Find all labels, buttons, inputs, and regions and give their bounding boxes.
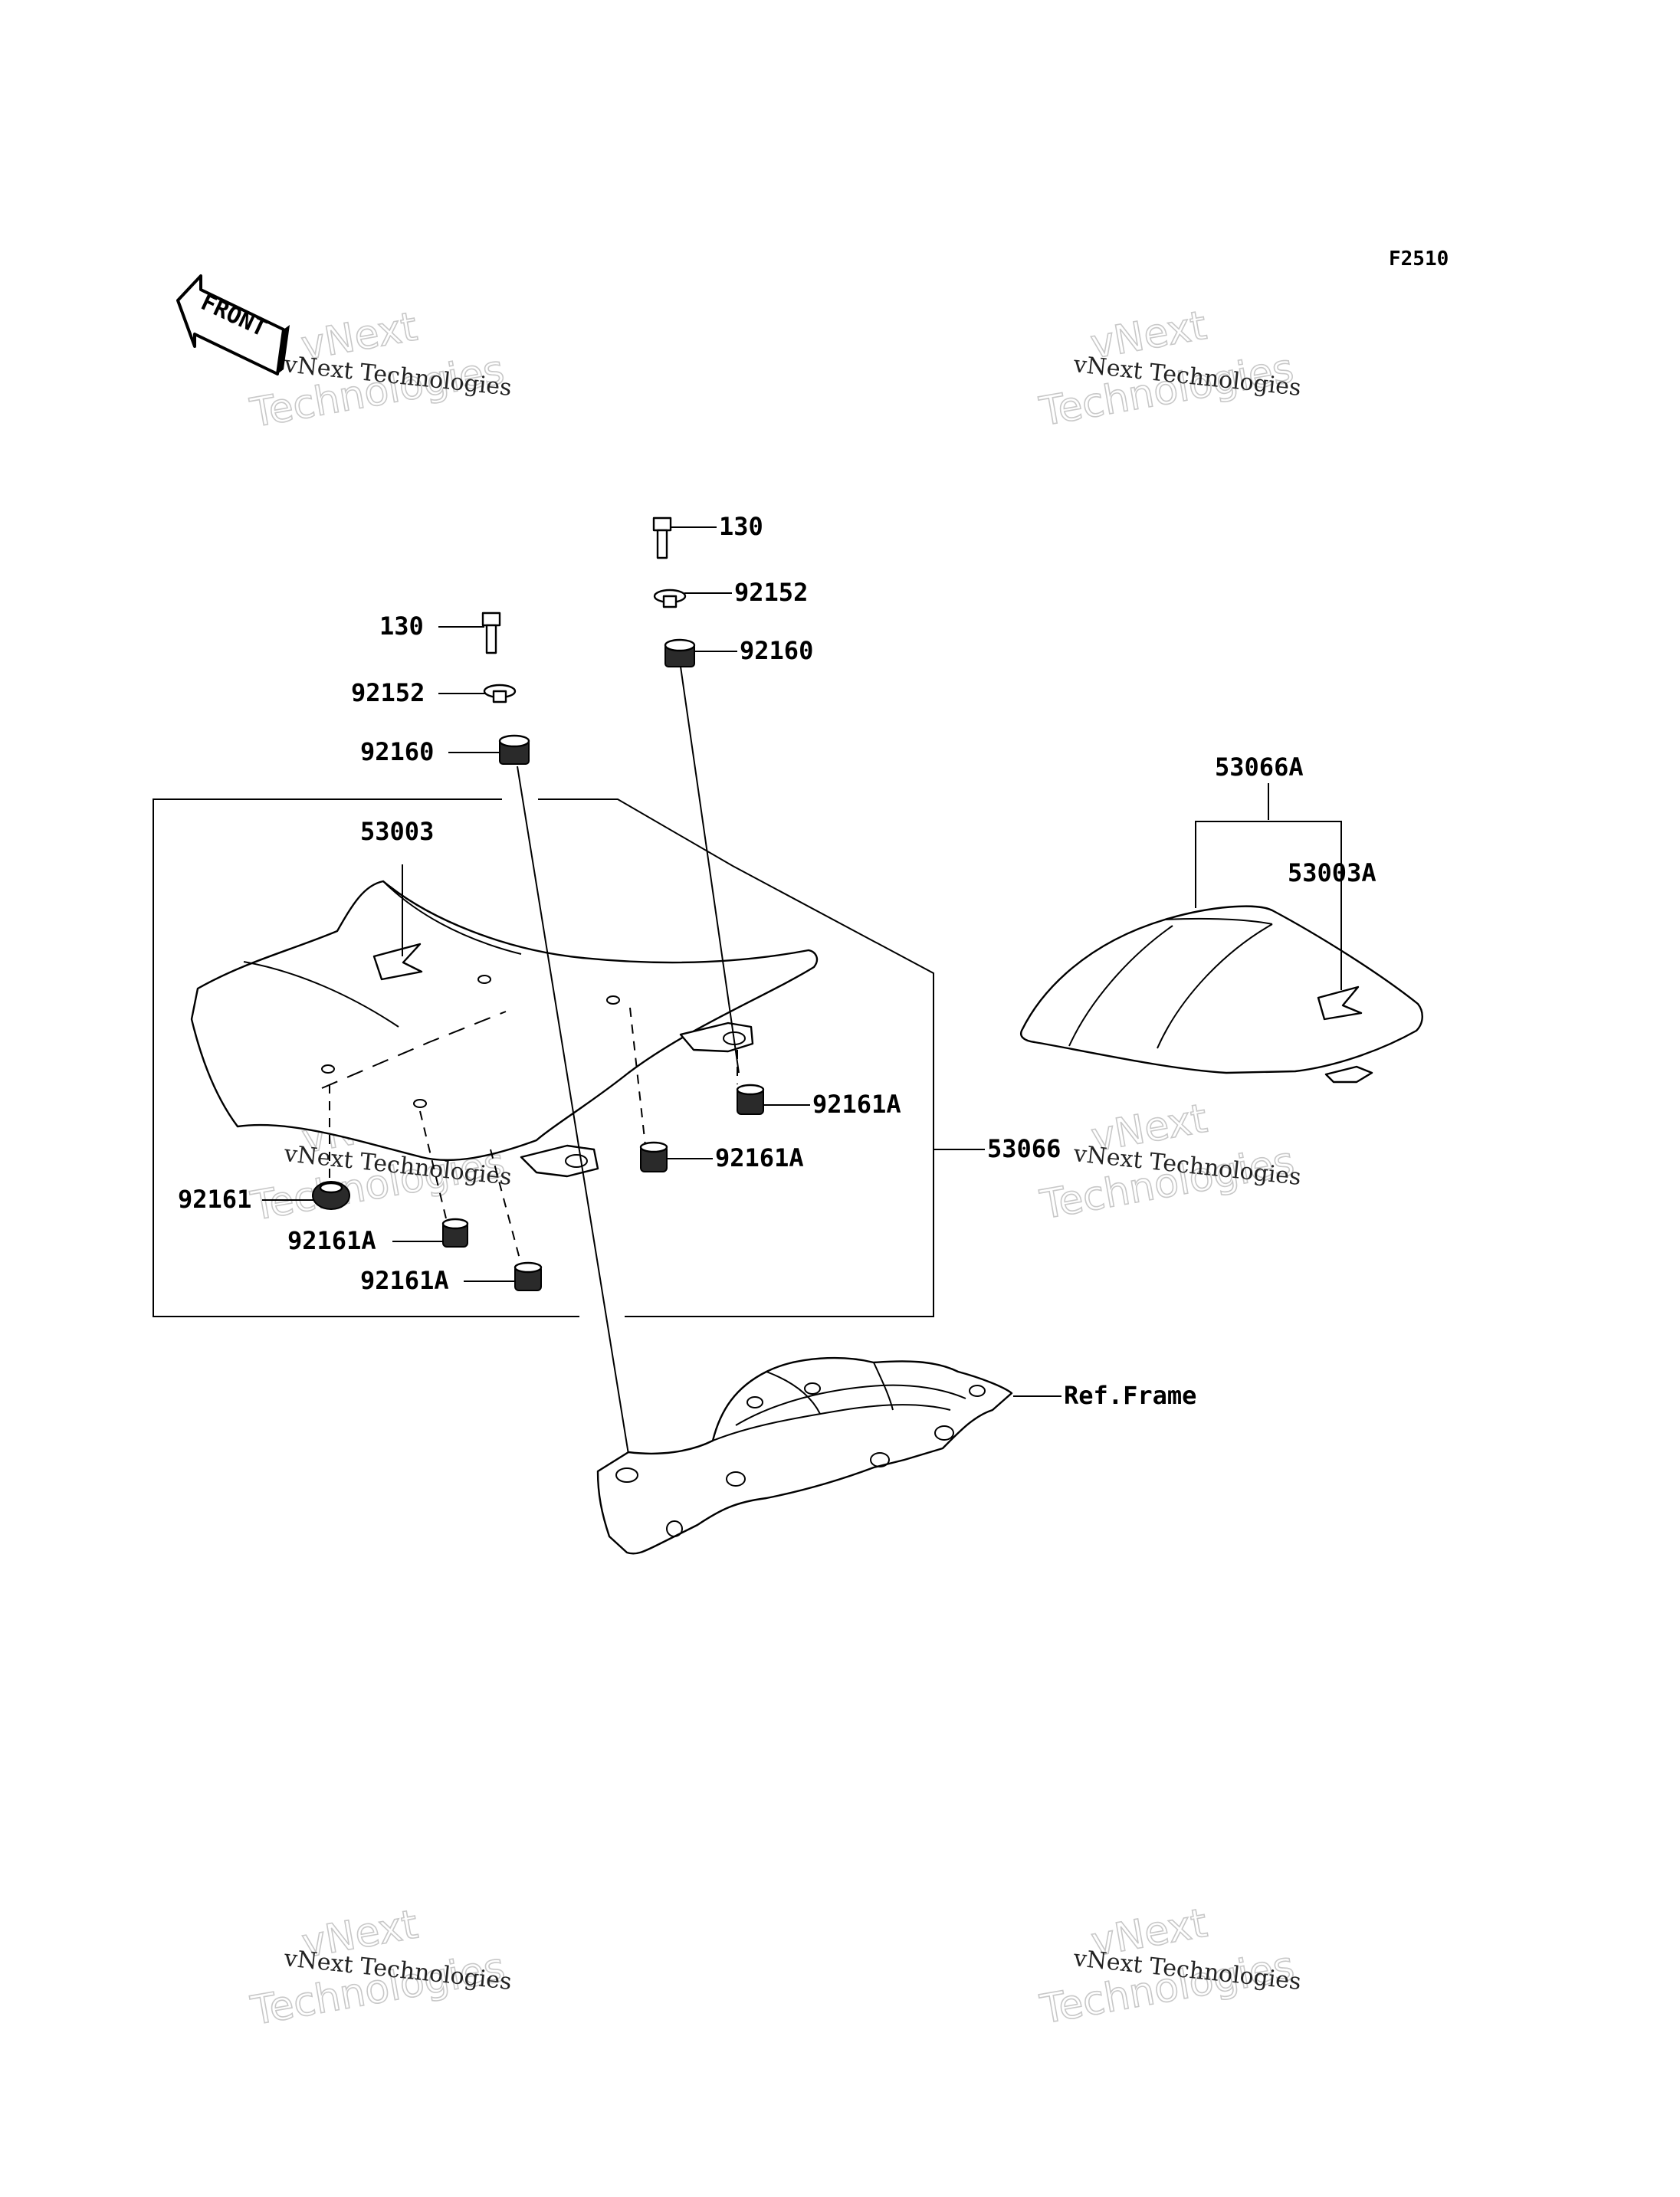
callout-bolt-left: 130 bbox=[379, 612, 424, 641]
washer-92152-right bbox=[653, 589, 687, 608]
stopper-92161a-right-rear bbox=[736, 1084, 765, 1115]
callout-damper-right: 92160 bbox=[740, 636, 813, 665]
mount-line-right bbox=[680, 666, 740, 1074]
rider-seat bbox=[190, 880, 819, 1265]
callout-cover-assembly: 53066A bbox=[1215, 753, 1304, 782]
callout-washer-left: 92152 bbox=[351, 678, 425, 707]
callout-stopper-mid: 92161A bbox=[715, 1143, 804, 1172]
bolt-130-right bbox=[652, 516, 672, 559]
callout-stopper-left-mid: 92161A bbox=[287, 1226, 376, 1255]
callout-stopper-right-rear: 92161A bbox=[812, 1090, 901, 1119]
washer-92152-left bbox=[483, 684, 517, 703]
diagram-code: F2510 bbox=[1389, 248, 1449, 271]
assembly-box bbox=[153, 798, 579, 1317]
callout-assembly: 53066 bbox=[987, 1134, 1061, 1163]
front-arrow-icon: FRONT bbox=[176, 274, 290, 375]
stopper-92161a-left-low bbox=[514, 1261, 543, 1291]
callout-bolt-right: 130 bbox=[719, 512, 763, 541]
ref-frame bbox=[596, 1356, 1013, 1555]
callout-washer-right: 92152 bbox=[734, 578, 808, 607]
callout-stopper-left-low: 92161A bbox=[360, 1266, 449, 1295]
callout-stopper-left: 92161 bbox=[178, 1185, 251, 1214]
stopper-92161-left bbox=[312, 1181, 350, 1210]
bolt-130-left bbox=[481, 612, 501, 654]
callout-seat: 53003 bbox=[360, 817, 434, 846]
stopper-92161a-left-mid bbox=[441, 1218, 469, 1248]
stopper-92161a-mid bbox=[639, 1141, 668, 1172]
assembly-box-right bbox=[538, 798, 934, 1317]
callout-damper-left: 92160 bbox=[360, 737, 434, 766]
callout-frame-ref: Ref.Frame bbox=[1064, 1381, 1196, 1410]
mount-line-left bbox=[517, 766, 631, 1464]
callout-cover: 53003A bbox=[1288, 858, 1376, 887]
damper-92160-right bbox=[664, 638, 696, 667]
pillion-seat-cover bbox=[1020, 905, 1423, 1084]
damper-92160-left bbox=[498, 734, 530, 765]
